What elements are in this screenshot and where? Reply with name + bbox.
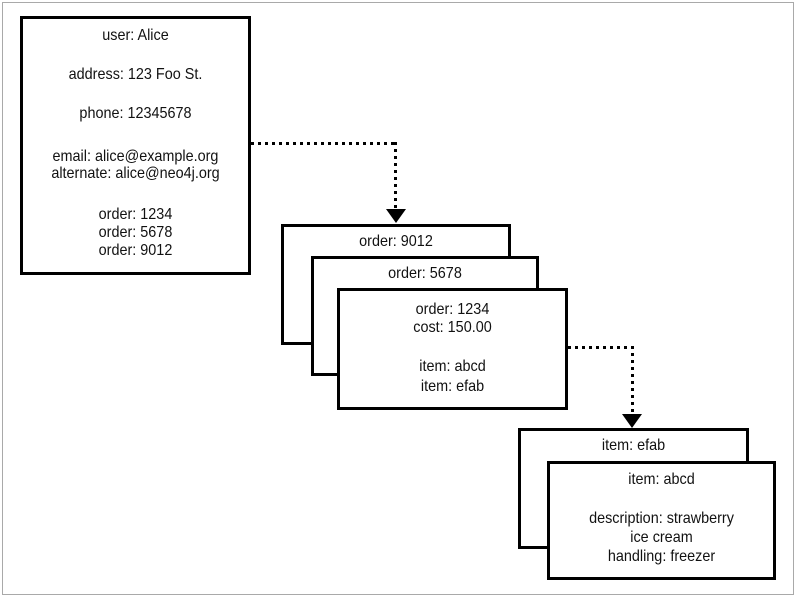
order-document-front-card: order: 1234 cost: 150.00 item: abcd item… [337, 288, 568, 410]
user-field: user: Alice [102, 27, 169, 44]
connector-user-to-orders-horizontal [251, 142, 396, 145]
user-document-card: user: Alice address: 123 Foo St. phone: … [20, 16, 251, 275]
connector-order-to-items-horizontal [568, 346, 633, 349]
item-field: item: abcd [628, 471, 695, 488]
phone-field: phone: 12345678 [79, 105, 192, 122]
description-field-line: ice cream [630, 529, 693, 546]
down-arrowhead-icon [386, 209, 406, 223]
address-field: address: 123 Foo St. [68, 66, 203, 83]
item-ref: item: efab [420, 378, 485, 395]
alternate-email-field: alternate: alice@neo4j.org [51, 165, 220, 182]
cost-field: cost: 150.00 [413, 319, 492, 336]
connector-user-to-orders-vertical [394, 142, 397, 210]
item-ref: item: abcd [419, 358, 486, 375]
order-field: order: 1234 [415, 301, 490, 318]
down-arrowhead-icon [622, 414, 642, 428]
connector-order-to-items-vertical [631, 346, 634, 415]
description-field-line: description: strawberry [589, 510, 734, 527]
email-field: email: alice@example.org [52, 148, 219, 165]
order-card-label: order: 5678 [388, 265, 462, 282]
order-ref: order: 1234 [98, 206, 173, 223]
order-ref: order: 9012 [98, 242, 173, 259]
order-card-label: order: 9012 [359, 233, 433, 250]
order-ref: order: 5678 [98, 224, 173, 241]
handling-field: handling: freezer [607, 548, 716, 565]
item-card-label: item: efab [601, 437, 666, 454]
item-document-front-card: item: abcd description: strawberry ice c… [547, 461, 776, 580]
